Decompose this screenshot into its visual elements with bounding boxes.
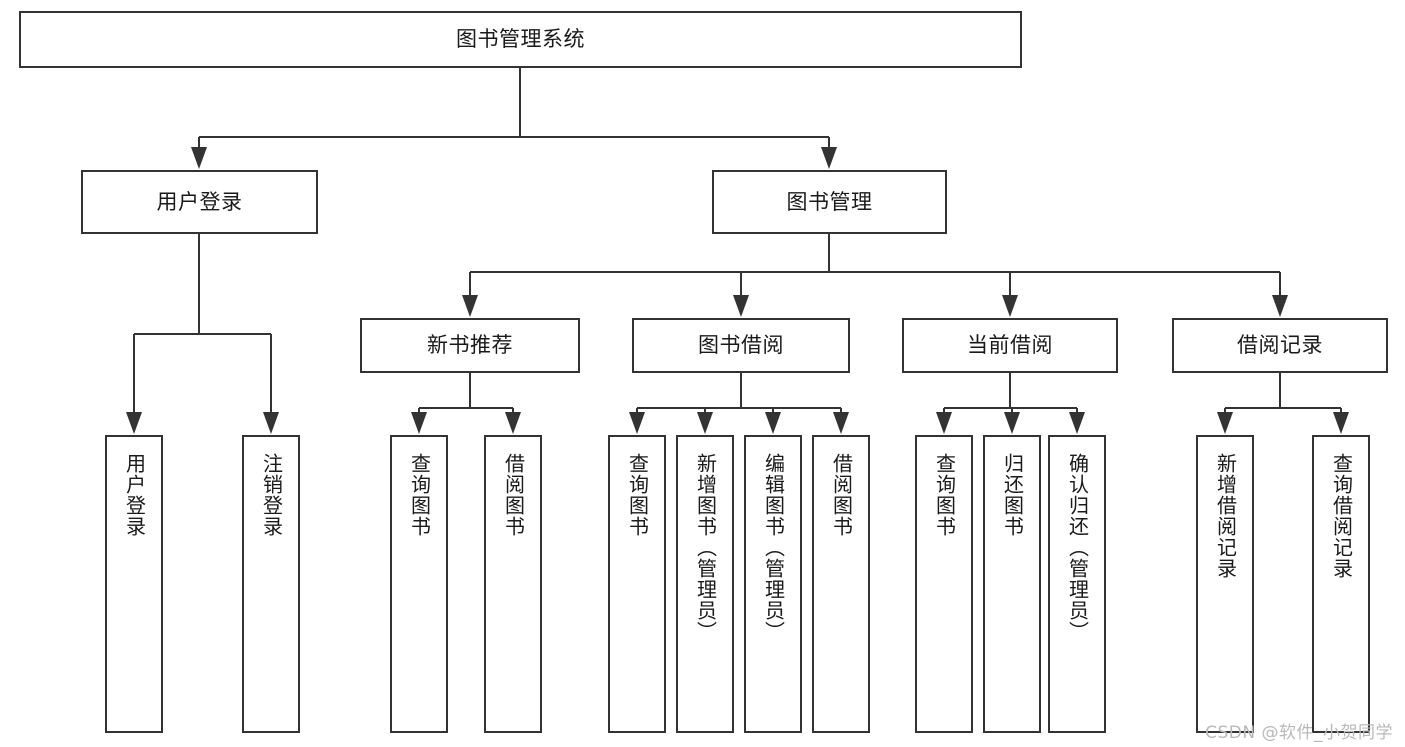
arrowhead-icon: [1217, 412, 1233, 434]
arrowhead-icon: [505, 412, 521, 434]
arrowhead-icon: [733, 295, 749, 317]
watermark-label: CSDN @软件_小贺同学: [1205, 723, 1393, 743]
node-label-leaf-borrow-edit: 编辑图书（管理员）: [761, 453, 786, 642]
arrowhead-icon: [1272, 295, 1288, 317]
node-leaf-borrow-query: 查询图书: [608, 435, 666, 733]
arrowhead-icon: [1069, 412, 1085, 434]
arrowhead-icon: [821, 147, 837, 169]
node-leaf-cur-return: 归还图书: [983, 435, 1041, 733]
node-label-leaf-borrow-do: 借阅图书: [829, 453, 854, 537]
node-label-leaf-rcd-query: 查询借阅记录: [1329, 453, 1354, 579]
arrowhead-icon: [126, 412, 142, 434]
node-new-book-rec: 新书推荐: [360, 318, 580, 373]
arrowhead-icon: [1002, 295, 1018, 317]
arrowhead-icon: [833, 412, 849, 434]
node-label-leaf-rec-query: 查询图书: [407, 453, 432, 537]
node-label-borrow-record: 借阅记录: [1237, 333, 1323, 358]
node-leaf-rcd-query: 查询借阅记录: [1312, 435, 1370, 733]
node-leaf-user-logout: 注销登录: [242, 435, 300, 733]
node-borrow-record: 借阅记录: [1172, 318, 1388, 373]
node-label-leaf-cur-return: 归还图书: [1000, 453, 1025, 537]
node-label-new-book-rec: 新书推荐: [427, 333, 513, 358]
arrowhead-icon: [936, 412, 952, 434]
node-label-leaf-cur-query: 查询图书: [932, 453, 957, 537]
node-label-leaf-rec-borrow: 借阅图书: [501, 453, 526, 537]
node-book-manage: 图书管理: [712, 170, 947, 234]
node-leaf-borrow-add: 新增图书（管理员）: [676, 435, 734, 733]
node-label-leaf-borrow-query: 查询图书: [625, 453, 650, 537]
node-label-leaf-cur-confirm: 确认归还（管理员）: [1065, 453, 1090, 642]
arrowhead-icon: [1004, 412, 1020, 434]
node-leaf-rec-query: 查询图书: [390, 435, 448, 733]
node-label-book-borrow: 图书借阅: [698, 333, 784, 358]
arrowhead-icon: [263, 412, 279, 434]
arrowhead-icon: [191, 147, 207, 169]
node-label-user-login: 用户登录: [156, 189, 243, 214]
node-label-current-borrow: 当前借阅: [967, 333, 1053, 358]
node-root: 图书管理系统: [19, 11, 1022, 68]
node-book-borrow: 图书借阅: [632, 318, 850, 373]
arrowhead-icon: [765, 412, 781, 434]
arrowhead-icon: [629, 412, 645, 434]
node-label-leaf-rcd-add: 新增借阅记录: [1213, 453, 1238, 579]
node-label-leaf-user-logout: 注销登录: [259, 453, 284, 537]
node-user-login: 用户登录: [81, 170, 318, 234]
node-label-leaf-borrow-add: 新增图书（管理员）: [693, 453, 718, 642]
arrowhead-icon: [411, 412, 427, 434]
node-leaf-user-login: 用户登录: [105, 435, 163, 733]
node-leaf-borrow-edit: 编辑图书（管理员）: [744, 435, 802, 733]
node-label-root: 图书管理系统: [456, 27, 585, 52]
node-leaf-rec-borrow: 借阅图书: [484, 435, 542, 733]
node-leaf-rcd-add: 新增借阅记录: [1196, 435, 1254, 733]
node-label-book-manage: 图书管理: [786, 189, 873, 214]
arrowhead-icon: [462, 295, 478, 317]
node-leaf-borrow-do: 借阅图书: [812, 435, 870, 733]
arrowhead-icon: [1333, 412, 1349, 434]
node-leaf-cur-confirm: 确认归还（管理员）: [1048, 435, 1106, 733]
node-leaf-cur-query: 查询图书: [915, 435, 973, 733]
node-current-borrow: 当前借阅: [902, 318, 1118, 373]
arrowhead-icon: [697, 412, 713, 434]
node-label-leaf-user-login: 用户登录: [122, 453, 147, 537]
